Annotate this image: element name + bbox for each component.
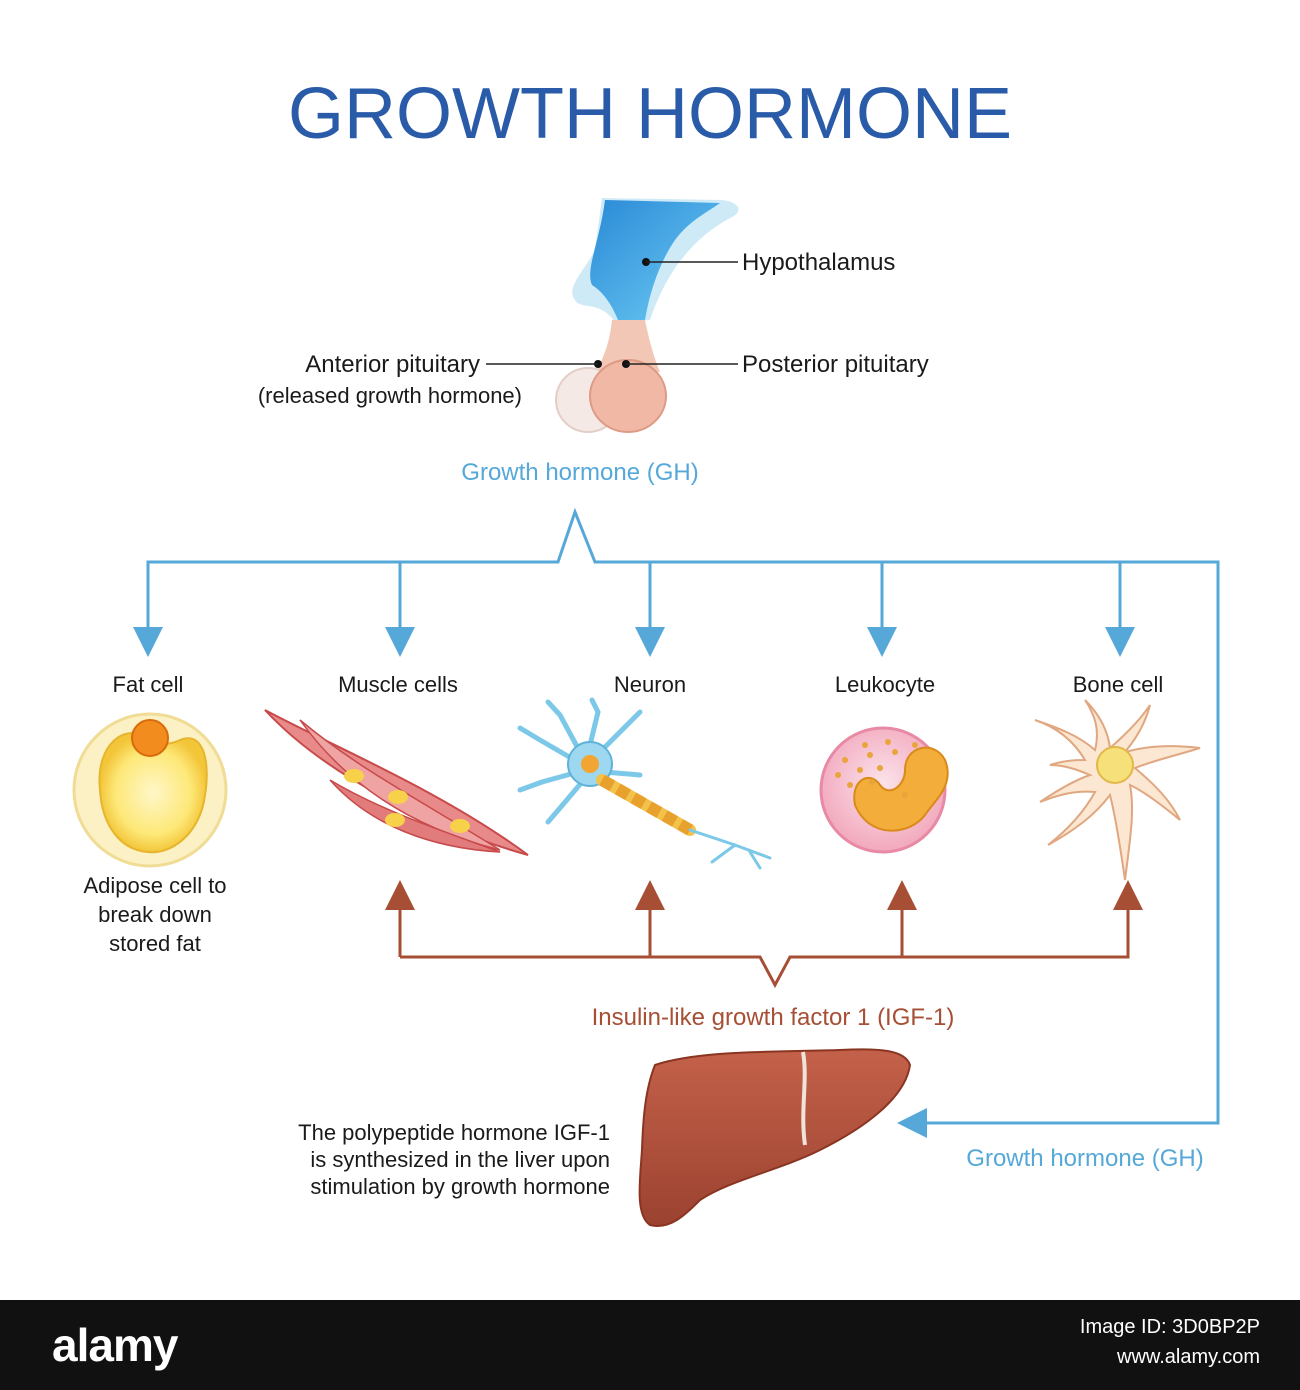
growth-hormone-diagram: GROWTH HORMONE Hypothalamus Anterior pit… bbox=[72, 74, 1220, 1227]
anterior-pituitary-note: (released growth hormone) bbox=[258, 383, 522, 408]
image-id-label: Image ID: 3D0BP2P bbox=[1079, 1316, 1260, 1338]
target-label-neuron: Neuron bbox=[614, 672, 686, 697]
fat-note-line-3: stored fat bbox=[109, 931, 201, 956]
site-url-label: www.alamy.com bbox=[1117, 1346, 1260, 1368]
pituitary-gland-icon bbox=[555, 198, 739, 433]
liver-note-line-1: The polypeptide hormone IGF-1 bbox=[298, 1120, 610, 1145]
footer-bar: alamy Image ID: 3D0BP2P www.alamy.com bbox=[0, 1300, 1300, 1390]
page-title: GROWTH HORMONE bbox=[288, 74, 1012, 154]
footer-info: Image ID: 3D0BP2P www.alamy.com bbox=[1080, 1312, 1260, 1372]
hypothalamus-label: Hypothalamus bbox=[742, 249, 895, 276]
target-label-bone-cell: Bone cell bbox=[1073, 672, 1164, 697]
bone-cell-icon bbox=[1034, 699, 1201, 881]
igf-distribution-lines bbox=[385, 880, 1143, 989]
target-label-leukocyte: Leukocyte bbox=[835, 672, 935, 697]
liver-icon bbox=[638, 1048, 912, 1227]
igf-label: Insulin-like growth factor 1 (IGF-1) bbox=[592, 1004, 955, 1031]
gh-label-top: Growth hormone (GH) bbox=[461, 459, 698, 486]
neuron-icon bbox=[517, 697, 772, 870]
target-label-muscle-cells: Muscle cells bbox=[338, 672, 458, 697]
fat-note-line-1: Adipose cell to bbox=[83, 873, 226, 898]
target-label-fat-cell: Fat cell bbox=[113, 672, 184, 697]
posterior-pituitary-label: Posterior pituitary bbox=[742, 351, 929, 378]
leukocyte-icon bbox=[819, 726, 949, 854]
fat-cell-icon bbox=[72, 712, 228, 868]
gh-label-bottom: Growth hormone (GH) bbox=[966, 1145, 1203, 1172]
gh-distribution-lines bbox=[133, 507, 1220, 1138]
liver-note-line-2: is synthesized in the liver upon bbox=[310, 1147, 610, 1172]
fat-note-line-2: break down bbox=[98, 902, 212, 927]
muscle-cells-icon bbox=[264, 709, 529, 856]
brand-logo: alamy bbox=[52, 1319, 178, 1371]
liver-note-line-3: stimulation by growth hormone bbox=[310, 1174, 610, 1199]
anterior-pituitary-label: Anterior pituitary bbox=[305, 351, 480, 378]
